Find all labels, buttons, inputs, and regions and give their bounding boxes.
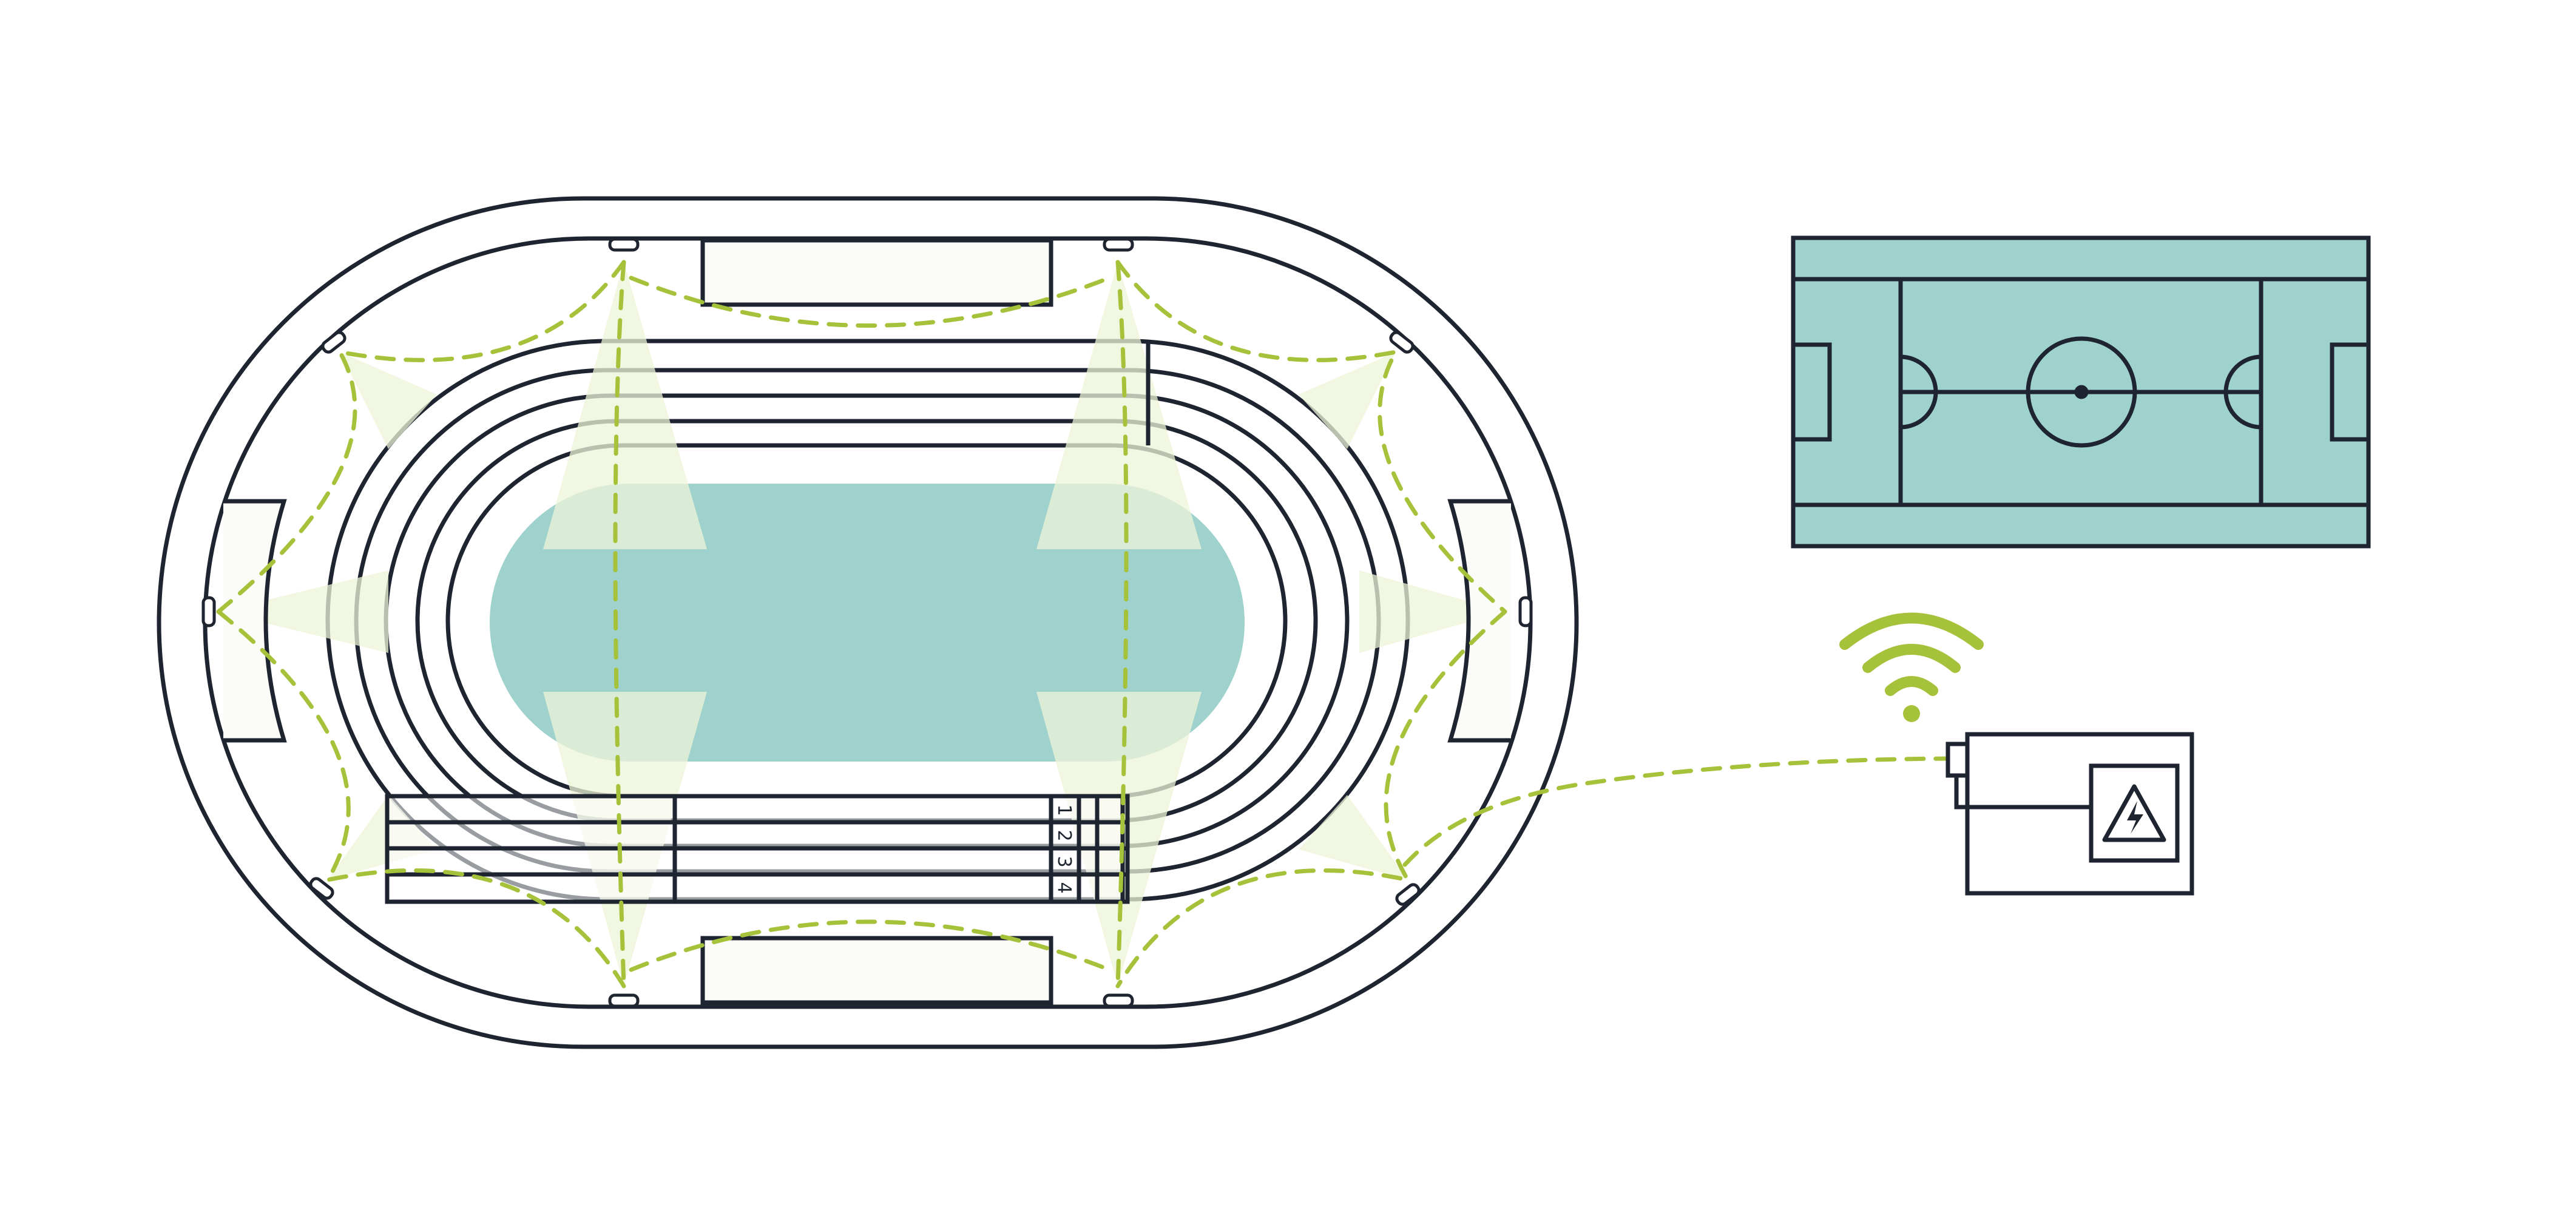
high-voltage-warning-icon	[2102, 784, 2166, 842]
stand-top	[700, 238, 1053, 307]
lane-number-3: 3	[1053, 856, 1075, 867]
wifi-dot	[1903, 705, 1920, 722]
beam-top-left	[543, 262, 707, 549]
stadium-outer-wall	[157, 196, 1579, 1049]
wifi-arc-outer	[1839, 612, 1984, 650]
control-box-tab-top	[1946, 742, 1970, 778]
floodlight-icon	[1518, 596, 1533, 627]
connection-dashed-line	[1402, 756, 1969, 867]
controller-connection	[1402, 756, 1969, 867]
finish-straight	[385, 341, 1151, 904]
coverage-mid-right	[1115, 260, 1129, 989]
floodlight-icon	[321, 331, 347, 354]
beam-upper-left	[340, 352, 437, 449]
lane-number-1: 1	[1053, 804, 1075, 816]
beam-right	[1359, 570, 1505, 653]
coverage-top-arc	[629, 275, 1112, 328]
beam-lower-right	[1299, 795, 1408, 880]
goal-box-right	[2330, 342, 2371, 442]
coverage-lower-left	[216, 609, 626, 989]
floodlight-icon	[309, 877, 334, 900]
lightning-bolt	[2127, 801, 2143, 834]
wifi-arc-inner	[1885, 676, 1938, 696]
centre-spot	[2074, 385, 2089, 399]
centre-circle	[2026, 336, 2137, 448]
beam-lower-left	[328, 795, 437, 880]
lane-numbers: 1 2 3 4	[1053, 804, 1075, 893]
floodlight-icon	[1395, 883, 1421, 906]
light-coverage-dashed	[216, 260, 1507, 989]
wifi-signal-icon	[1839, 612, 1984, 722]
floodlight-icon	[608, 237, 640, 252]
floodlight-icon	[201, 596, 216, 627]
lane-number-4: 4	[1053, 882, 1075, 893]
beam-top-right	[1036, 262, 1202, 549]
coverage-mid-left	[613, 260, 626, 989]
coverage-lower-right	[1115, 609, 1507, 989]
electrical-control-box-icon	[1946, 732, 2194, 896]
coverage-upper-right	[1115, 260, 1507, 614]
football-pitch-icon	[1791, 235, 2371, 549]
beam-left	[218, 570, 388, 653]
control-box-tab-bottom	[1954, 773, 1970, 810]
wifi-arc-middle	[1862, 644, 1961, 673]
floodlight-icon	[608, 993, 640, 1008]
floodlight-icon	[1103, 237, 1134, 252]
coverage-upper-left	[216, 260, 626, 614]
floodlights	[201, 237, 1533, 1008]
stand-right	[1447, 499, 1511, 743]
stand-bottom	[700, 936, 1053, 1005]
lane-number-2: 2	[1053, 830, 1075, 841]
floodlight-icon	[1103, 993, 1134, 1008]
goal-box-left	[1791, 342, 1832, 442]
beam-upper-right	[1299, 352, 1396, 449]
coverage-bottom-arc	[629, 919, 1112, 972]
stands	[223, 238, 1511, 1005]
stand-left	[223, 499, 287, 743]
floodlight-icon	[1389, 331, 1415, 354]
